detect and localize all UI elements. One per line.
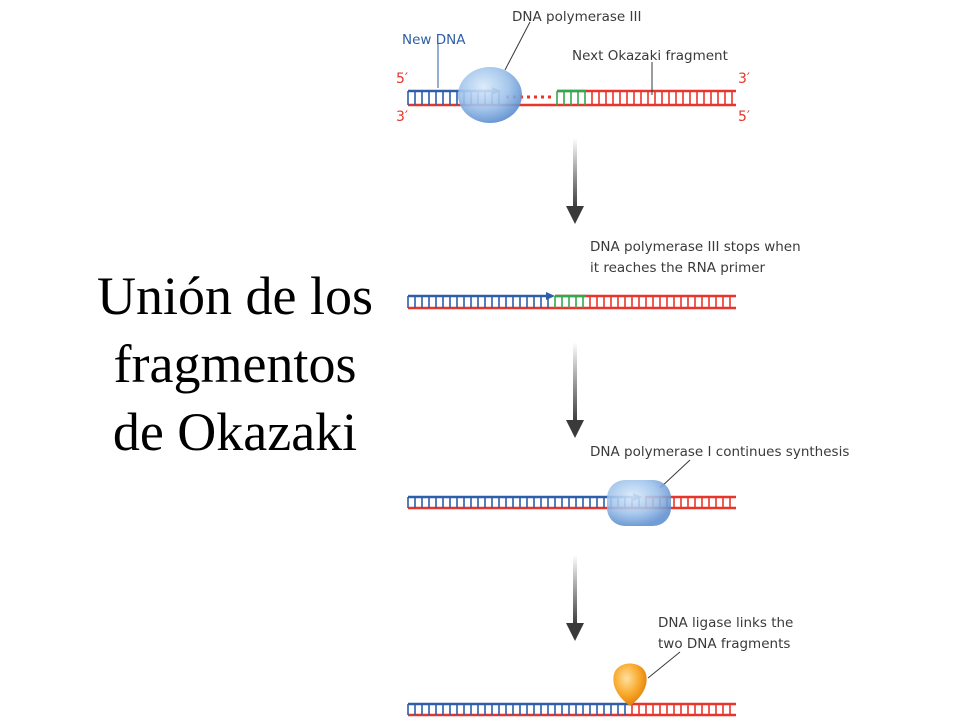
dna-duplex-2 [407,292,736,310]
dna-ligase-icon [613,663,647,706]
step-3-caption: DNA polymerase I continues synthesis [590,444,849,460]
unpaired-base [541,95,544,99]
dna-duplex-1 [407,87,736,107]
end-label-top-right: 3′ [738,71,750,87]
unpaired-base [527,95,530,99]
ligase-pointer [647,651,681,679]
end-label-top-left: 5′ [396,71,408,87]
down-arrow-1 [566,138,584,224]
step-3: DNA polymerase I continues synthesis [407,444,849,526]
step-2-caption-line-2: it reaches the RNA primer [590,260,766,276]
step-2: DNA polymerase III stops when it reaches… [407,239,801,310]
dna-polymerase-iii-icon [458,67,522,123]
slide-title-line-3: de Okazaki [112,402,358,462]
end-label-bottom-right: 5′ [738,109,750,125]
step-4-caption-line-1: DNA ligase links the [658,615,793,631]
step-1: New DNA DNA polymerase III Next Okazaki … [396,9,750,125]
polymerase-i-pointer [659,459,691,489]
slide-title-line-1: Unión de los [97,266,373,326]
polymerase-iii-label: DNA polymerase III [512,9,641,25]
new-dna-label: New DNA [402,32,466,48]
dna-duplex-3 [407,493,736,510]
down-arrow-3 [566,555,584,641]
down-arrow-2 [566,342,584,438]
next-okazaki-label: Next Okazaki fragment [572,48,728,64]
step-2-caption-line-1: DNA polymerase III stops when [590,239,801,255]
slide-title: Unión de los fragmentos de Okazaki [60,262,410,466]
dna-duplex-4 [407,702,736,717]
step-4: DNA ligase links the two DNA fragments [407,615,793,717]
dna-polymerase-i-icon [607,480,671,526]
step-4-caption-line-2: two DNA fragments [658,636,790,652]
slide-title-line-2: fragmentos [113,334,357,394]
polymerase-pointer [504,21,531,71]
unpaired-base [534,95,537,99]
end-label-bottom-left: 3′ [396,109,408,125]
unpaired-base [548,95,551,99]
